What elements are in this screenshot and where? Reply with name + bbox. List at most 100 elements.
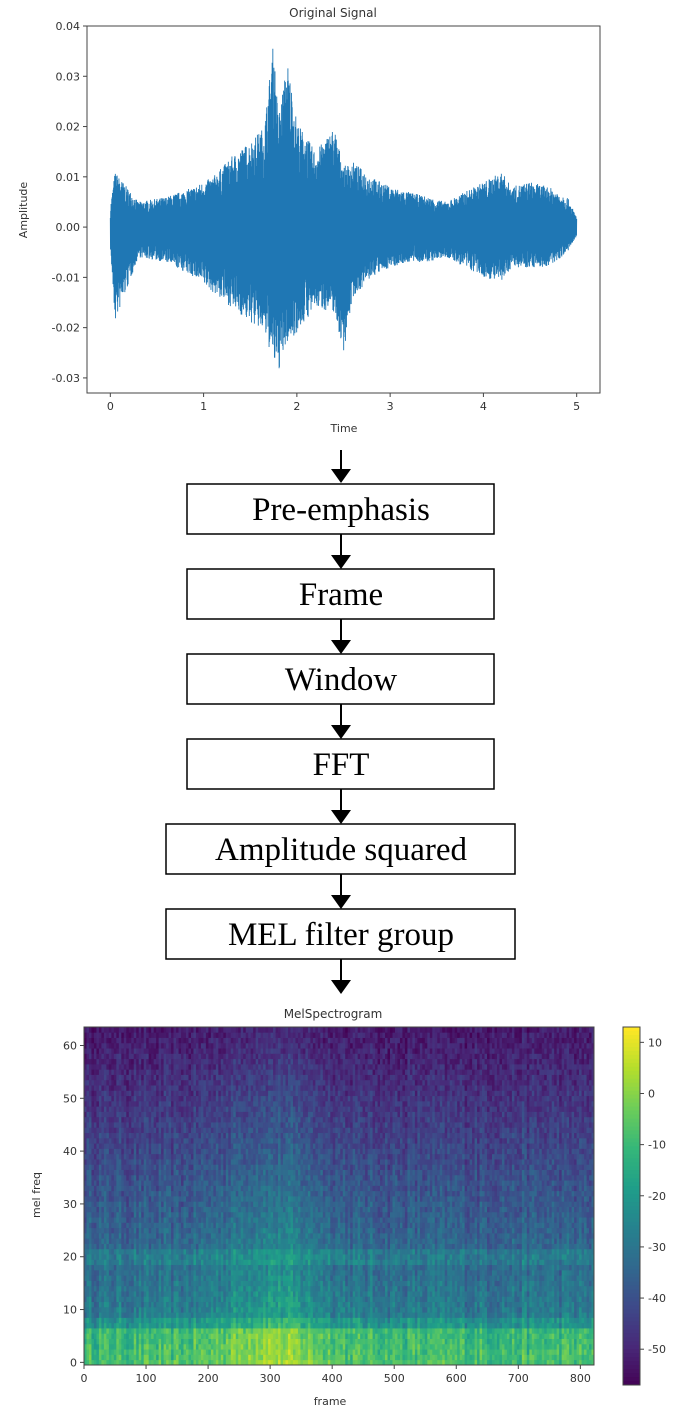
mel-cell (171, 1217, 174, 1223)
mel-cell (148, 1306, 152, 1313)
mel-cell (233, 1306, 237, 1313)
mel-cell (230, 1132, 234, 1139)
mel-cell (225, 1090, 229, 1097)
mel-cell (200, 1063, 204, 1070)
mel-cell (228, 1217, 232, 1223)
mel-cell (220, 1201, 224, 1207)
mel-cell (138, 1090, 142, 1097)
mel-cell (260, 1354, 264, 1361)
mel-cell (143, 1217, 147, 1223)
mel-cell (126, 1032, 130, 1038)
mel-cell (181, 1095, 184, 1102)
mel-cell (178, 1217, 182, 1223)
mel-cell (233, 1164, 237, 1170)
mel-cell (133, 1095, 137, 1102)
mel-cell (128, 1095, 132, 1102)
mel-cell (178, 1338, 182, 1345)
mel-cell (148, 1111, 152, 1118)
mel-cell (213, 1333, 217, 1339)
mel-cell (208, 1338, 212, 1345)
mel-cell (173, 1269, 177, 1276)
mel-cell (215, 1132, 219, 1139)
mel-cell (143, 1137, 147, 1144)
mel-cell (163, 1079, 167, 1086)
mel-cell (138, 1238, 142, 1244)
mel-cell (133, 1296, 137, 1303)
mel-cell (248, 1322, 252, 1329)
mel-cell (181, 1206, 184, 1213)
mel-cell (228, 1169, 232, 1176)
mel-cell (98, 1269, 102, 1276)
mel-cell (223, 1116, 227, 1123)
mel-cell (146, 1201, 150, 1207)
mel-cell (205, 1349, 209, 1355)
mel-cell (255, 1153, 259, 1160)
mel-cell (118, 1095, 122, 1102)
mel-cell (141, 1254, 145, 1260)
mel-cell (138, 1333, 142, 1339)
mel-cell (156, 1333, 160, 1339)
mel-cell (230, 1359, 234, 1366)
mel-cell (263, 1259, 267, 1266)
mel-cell (176, 1264, 179, 1271)
mel-cell (118, 1354, 122, 1361)
mel-cell (183, 1338, 187, 1345)
mel-cell (96, 1285, 100, 1292)
mel-cell (188, 1280, 192, 1287)
mel-cell (200, 1116, 204, 1123)
mel-cell (215, 1180, 219, 1186)
mel-cell (148, 1280, 152, 1287)
mel-cell (106, 1259, 110, 1266)
mel-cell (141, 1032, 145, 1038)
mel-cell (208, 1153, 212, 1160)
mel-cell (126, 1306, 130, 1313)
mel-cell (260, 1211, 264, 1218)
mel-cell (198, 1354, 202, 1361)
mel-cell (168, 1042, 172, 1049)
mel-cell (101, 1259, 105, 1266)
mel-cell (218, 1074, 222, 1081)
mel-cell (273, 1027, 276, 1033)
mel-cell (171, 1222, 174, 1229)
mel-cell (183, 1164, 187, 1170)
mel-cell (218, 1227, 222, 1234)
mel-cell (225, 1127, 229, 1134)
mel-cell (273, 1095, 276, 1102)
mel-cell (203, 1164, 207, 1170)
mel-cell (121, 1227, 125, 1234)
mel-cell (233, 1027, 237, 1033)
mel-cell (255, 1317, 259, 1324)
mel-cell (173, 1090, 177, 1097)
mel-cell (148, 1058, 152, 1065)
mel-cell (253, 1285, 257, 1292)
mel-cell (171, 1037, 174, 1044)
mel-cell (230, 1143, 234, 1149)
mel-cell (181, 1217, 184, 1223)
mel-cell (173, 1137, 177, 1144)
mel-cell (195, 1032, 199, 1038)
mel-cell (128, 1122, 132, 1128)
mel-cell (166, 1275, 169, 1281)
mel-cell (113, 1164, 117, 1170)
mel-cell (181, 1280, 184, 1287)
mel-cell (173, 1127, 177, 1134)
mel-cell (218, 1333, 222, 1339)
mel-cell (215, 1122, 219, 1128)
mel-cell (121, 1322, 125, 1329)
mel-cell (108, 1254, 112, 1260)
mel-cell (171, 1058, 174, 1065)
mel-cell (161, 1222, 165, 1229)
mel-cell (255, 1122, 259, 1128)
mel-cell (225, 1148, 229, 1155)
mel-cell (190, 1027, 194, 1033)
mel-cell (156, 1069, 160, 1075)
mel-cell (245, 1159, 249, 1165)
mel-cell (161, 1185, 165, 1192)
mel-cell (228, 1285, 232, 1292)
mel-cell (84, 1058, 87, 1065)
mel-cell (98, 1211, 102, 1218)
mel-cell (98, 1106, 102, 1112)
mel-cell (106, 1291, 110, 1297)
mel-cell (215, 1143, 219, 1149)
mel-cell (228, 1185, 232, 1192)
